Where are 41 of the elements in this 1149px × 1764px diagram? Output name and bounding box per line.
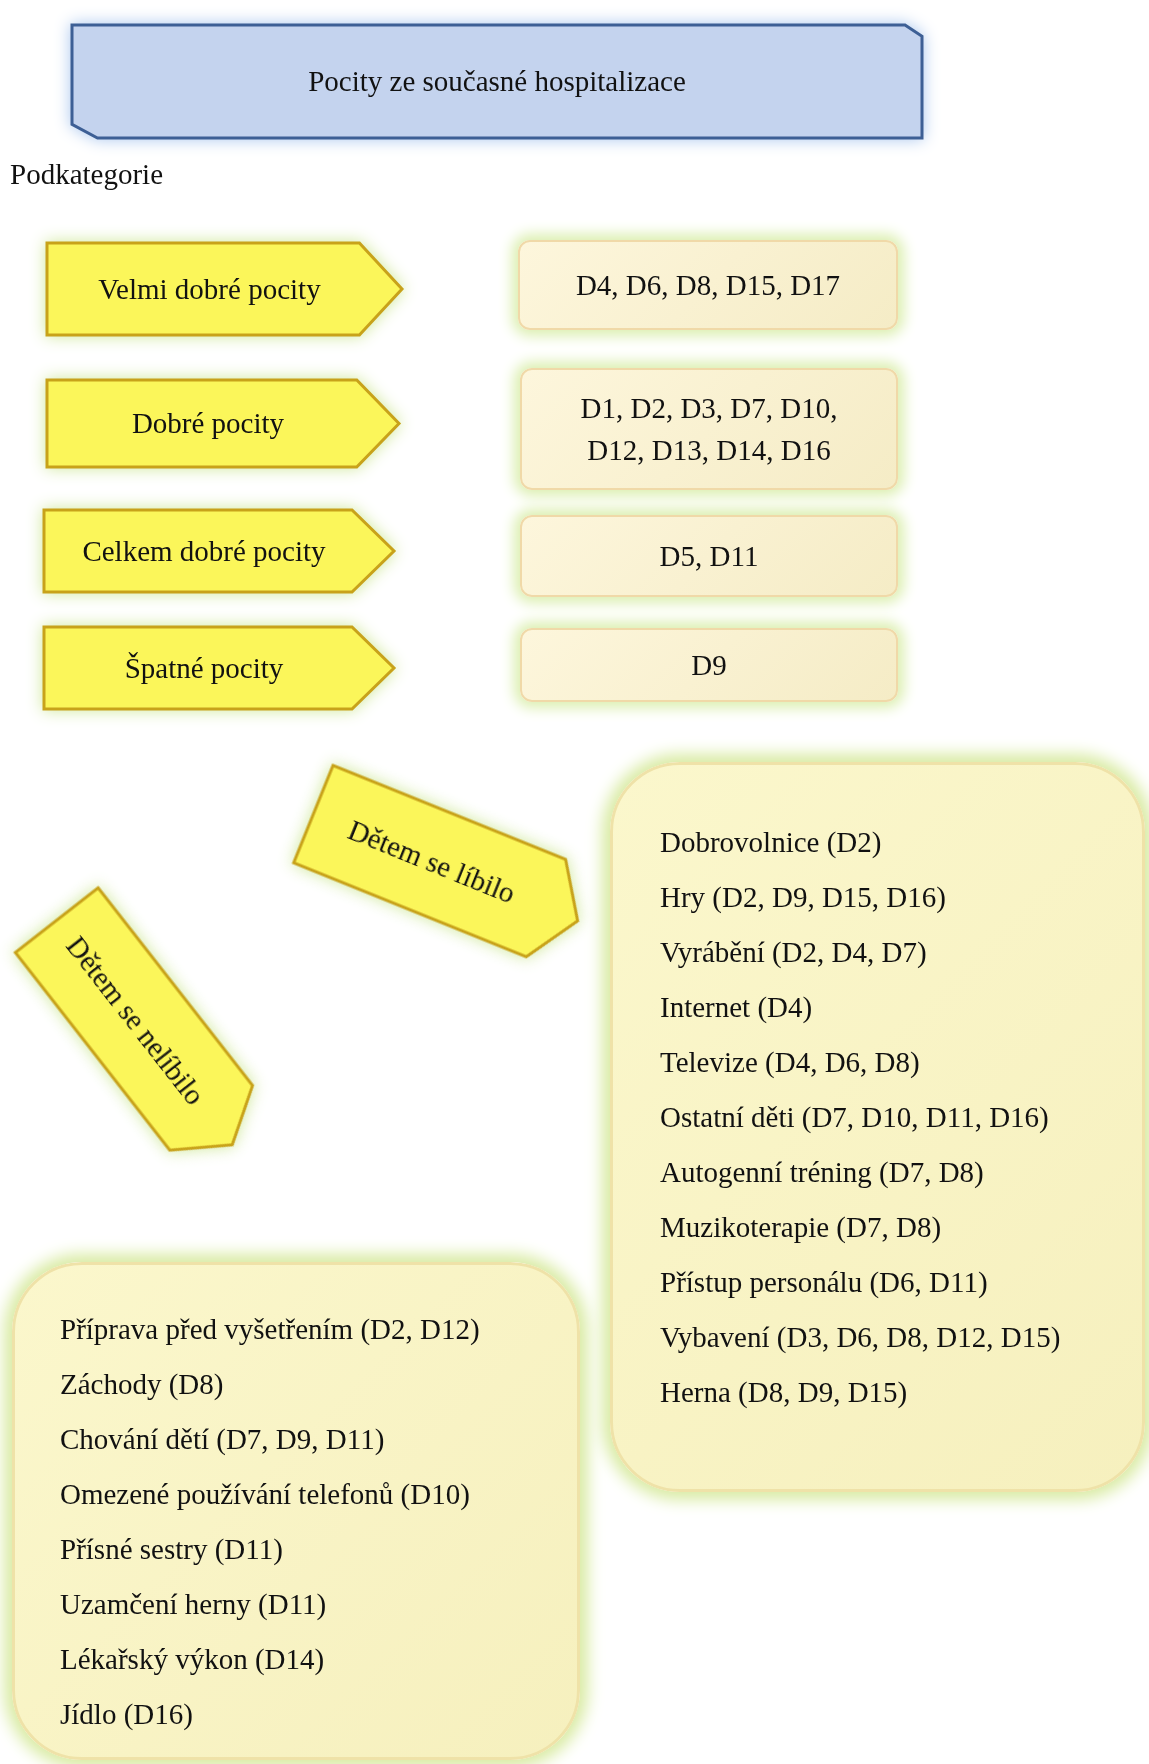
rounded-box <box>518 240 898 330</box>
list-item: Vybavení (D3, D6, D8, D12, D15) <box>660 1320 1061 1355</box>
list-item: Muzikoterapie (D7, D8) <box>660 1210 942 1245</box>
node-text: D1, D2, D3, D7, D10, D12, D13, D14, D16 <box>579 390 839 468</box>
arrow-shape <box>44 510 394 592</box>
rounded-box <box>520 515 898 597</box>
list-item: Přístup personálu (D6, D11) <box>660 1265 988 1300</box>
list-item: Chování dětí (D7, D9, D11) <box>60 1422 385 1457</box>
list-panel <box>610 762 1145 1492</box>
list-item: Záchody (D8) <box>60 1367 224 1402</box>
rounded-box <box>520 628 898 702</box>
list-panel <box>12 1262 580 1760</box>
node-text: D4, D6, D8, D15, D17 <box>574 267 842 303</box>
node-text: Celkem dobré pocity <box>82 533 326 569</box>
arrow-shape <box>47 380 399 467</box>
node-text: D5, D11 <box>658 538 760 574</box>
list-item: Internet (D4) <box>660 990 813 1025</box>
list-item: Hry (D2, D9, D15, D16) <box>660 880 946 915</box>
rounded-box <box>520 368 898 490</box>
list-item: Ostatní děti (D7, D10, D11, D16) <box>660 1100 1049 1135</box>
arrow-shape <box>44 627 394 709</box>
list-item: Televize (D4, D6, D8) <box>660 1045 920 1080</box>
list-item: Omezené používání telefonů (D10) <box>60 1477 470 1512</box>
banner-shape <box>72 25 922 138</box>
node-text: D9 <box>690 647 728 683</box>
arrow-shape <box>47 243 402 335</box>
node-text: Dětem se líbilo <box>342 812 521 912</box>
list-item: Uzamčení herny (D11) <box>60 1587 327 1622</box>
list-item: Lékařský výkon (D14) <box>60 1642 325 1677</box>
node-text: Dobré pocity <box>131 406 285 442</box>
list-item: Přísné sestry (D11) <box>60 1532 283 1567</box>
list-item: Dobrovolnice (D2) <box>660 825 882 860</box>
list-item: Vyrábění (D2, D4, D7) <box>660 935 927 970</box>
list-item: Autogenní tréning (D7, D8) <box>660 1155 984 1190</box>
heading-text: Podkategorie <box>10 158 163 191</box>
node-text: Velmi dobré pocity <box>98 271 321 307</box>
list-item: Herna (D8, D9, D15) <box>660 1375 908 1410</box>
list-item: Příprava před vyšetřením (D2, D12) <box>60 1312 480 1347</box>
node-text: Špatné pocity <box>124 650 284 686</box>
list-item: Jídlo (D16) <box>60 1697 193 1732</box>
node-text: Pocity ze současné hospitalizace <box>308 64 686 100</box>
